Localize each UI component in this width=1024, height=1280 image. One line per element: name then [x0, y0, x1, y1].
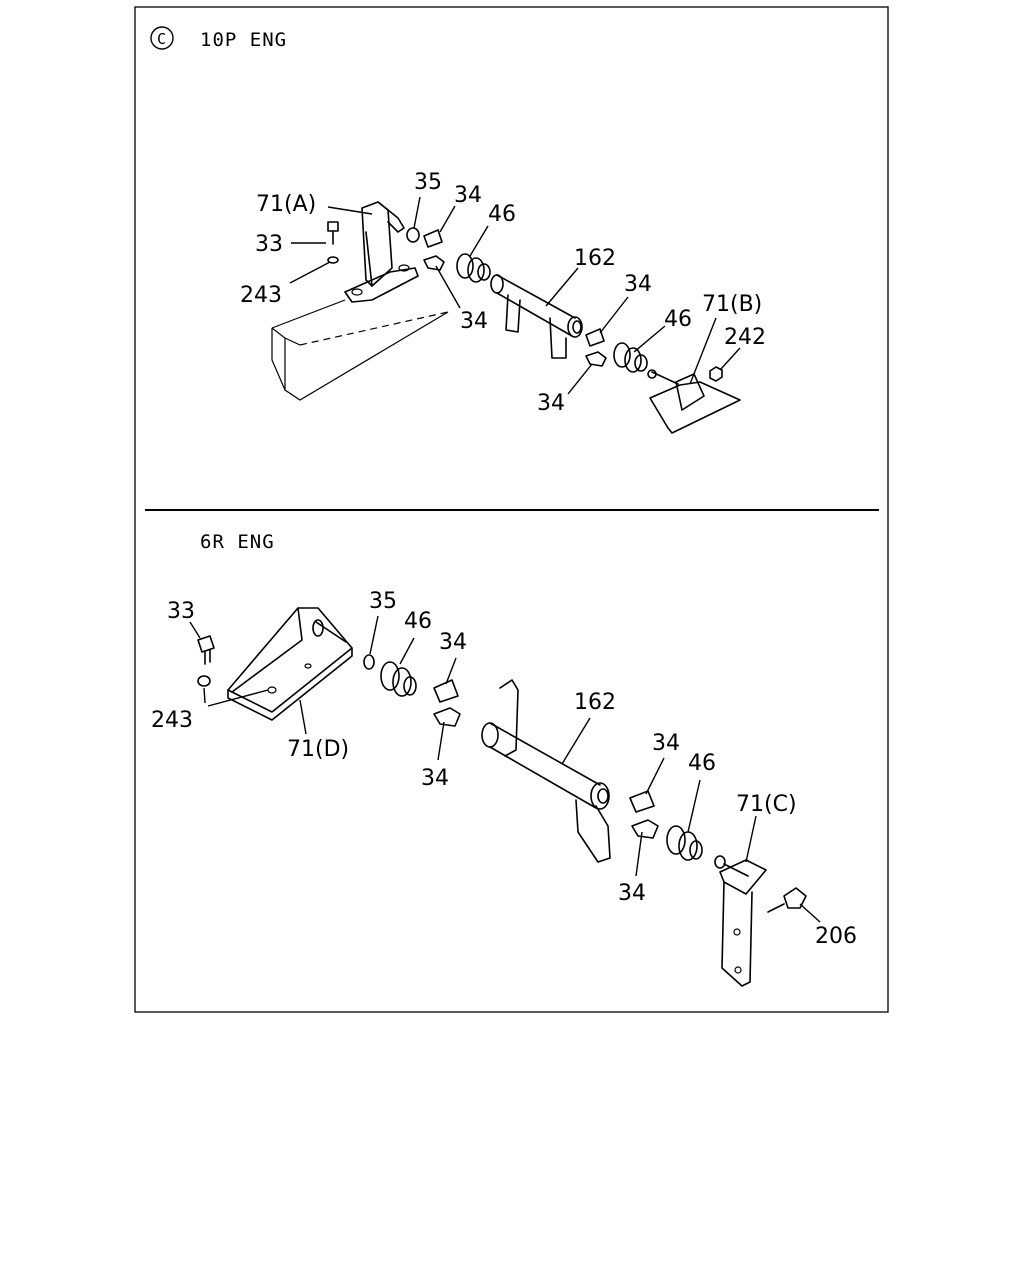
grommet-46-right-drawing	[613, 342, 648, 373]
label-71a: 71(A)	[256, 192, 316, 217]
grommet-46-6r-right-drawing	[666, 825, 703, 861]
snap-ring-35-drawing	[406, 227, 420, 243]
bracket-71b-drawing	[647, 369, 741, 434]
bolt-206-drawing	[767, 887, 807, 913]
diagram-frame	[134, 6, 889, 1013]
washer-243-6r-drawing	[197, 675, 211, 687]
label-71b: 71(B)	[702, 292, 762, 317]
label-34-right-upper: 34	[624, 272, 652, 297]
grommet-46-drawing	[456, 253, 491, 283]
bolt-33-drawing	[327, 221, 339, 245]
bushing-34-6r-right-lower-drawing	[631, 819, 659, 839]
shaft-162-6r-drawing	[481, 679, 611, 863]
leader-lines-6r	[189, 615, 821, 923]
leader-lines-10p	[289, 196, 741, 395]
label-34-upper: 34	[454, 183, 482, 208]
bushing-34-6r-lower-drawing	[433, 707, 461, 727]
label-6r-34-right-upper: 34	[652, 731, 680, 756]
label-162: 162	[574, 246, 616, 271]
grommet-46-6r-drawing	[380, 661, 417, 697]
label-243: 243	[240, 283, 282, 308]
washer-243-drawing	[327, 256, 339, 264]
label-46-right: 46	[664, 307, 692, 332]
label-34-lower: 34	[460, 309, 488, 334]
copyright-circle-icon: C	[150, 26, 174, 50]
snap-ring-35-6r-drawing	[363, 654, 375, 670]
shaft-162-drawing	[490, 274, 583, 359]
section-6r: 6R ENG	[151, 531, 857, 987]
label-6r-243: 243	[151, 708, 193, 733]
label-34-right-lower: 34	[537, 391, 565, 416]
label-6r-46: 46	[404, 609, 432, 634]
nut-242-drawing	[709, 366, 723, 382]
label-46: 46	[488, 202, 516, 227]
label-6r-162: 162	[574, 690, 616, 715]
bracket-71a-drawing	[344, 201, 419, 303]
label-6r-34-lower: 34	[421, 766, 449, 791]
bushing-34-6r-right-upper-drawing	[629, 790, 655, 813]
label-6r-35: 35	[369, 589, 397, 614]
label-6r-34-right-lower: 34	[618, 881, 646, 906]
bushing-34-lower-drawing	[423, 255, 445, 271]
label-33: 33	[255, 232, 283, 257]
bracket-71c-drawing	[714, 855, 767, 987]
label-6r-34-upper: 34	[439, 630, 467, 655]
bolt-33-6r-drawing	[197, 635, 215, 665]
label-71d: 71(D)	[287, 737, 349, 762]
bushing-34-upper-drawing	[423, 229, 443, 248]
label-71c: 71(C)	[736, 792, 797, 817]
label-242: 242	[724, 325, 766, 350]
section-title-6r: 6R ENG	[200, 531, 275, 553]
bushing-34-right-upper-drawing	[585, 328, 605, 347]
label-35: 35	[414, 170, 442, 195]
label-6r-33: 33	[167, 599, 195, 624]
section-title-10p: 10P ENG	[200, 29, 287, 51]
bracket-71d-drawing	[227, 607, 353, 721]
section-symbol: C	[157, 30, 167, 48]
bushing-34-right-lower-drawing	[585, 351, 607, 367]
label-206: 206	[815, 924, 857, 949]
section-10p: C 10P ENG	[150, 26, 766, 434]
label-6r-46-right: 46	[688, 751, 716, 776]
frame-rail-drawing	[271, 299, 449, 401]
